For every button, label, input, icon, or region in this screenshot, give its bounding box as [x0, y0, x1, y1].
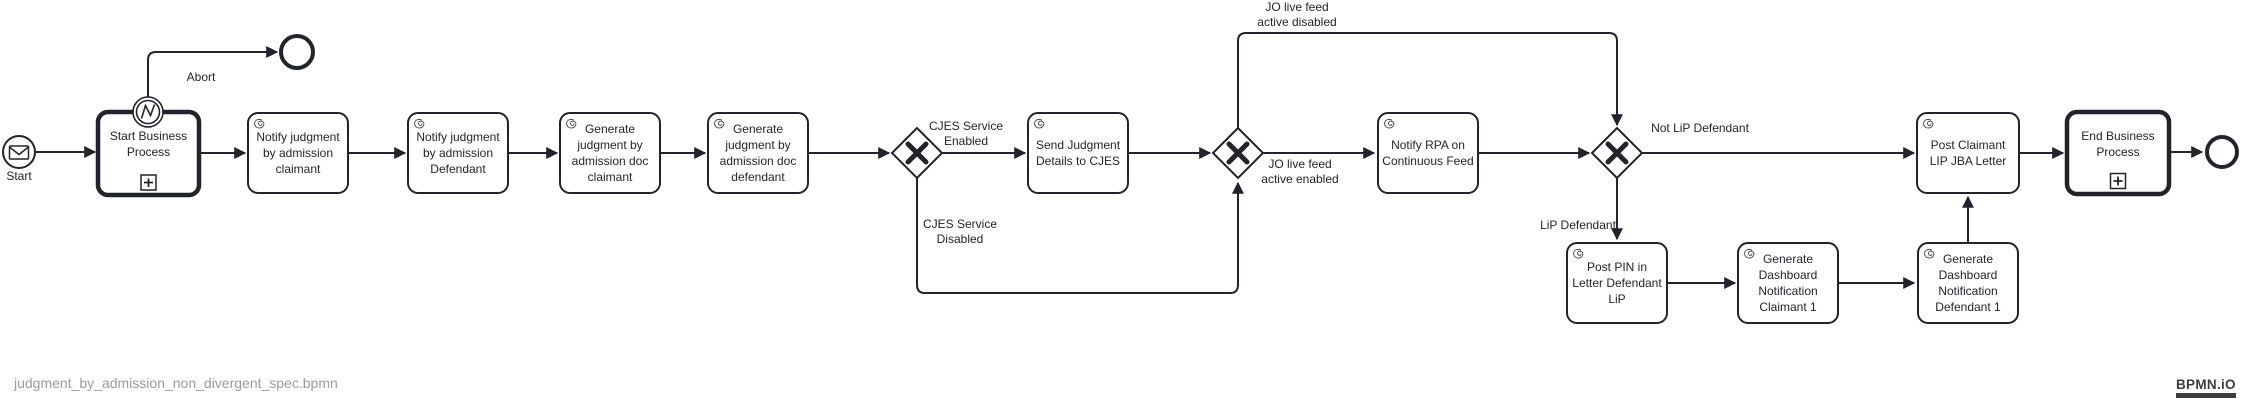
- exclusive-gateway-jo-live-feed[interactable]: [1211, 126, 1265, 180]
- scribble-service-icon: [1923, 118, 1934, 129]
- scribble-service-icon: [1034, 118, 1045, 129]
- xor-x-icon: [905, 141, 929, 165]
- scribble-service-icon: [714, 118, 725, 129]
- task-generate-doc-defendant[interactable]: [707, 112, 809, 194]
- subprocess-plus-icon: [140, 174, 157, 191]
- abort-end-event[interactable]: [279, 34, 315, 70]
- flow-boundary-to-abort[interactable]: [147, 46, 279, 97]
- generate-doc-claimant-label: Generate judgment by admission doc claim…: [571, 122, 649, 184]
- end-business-process-label: End Business Process: [2081, 129, 2155, 159]
- exclusive-gateway-cjes-service[interactable]: [890, 126, 944, 180]
- abort-label[interactable]: Abort: [186, 70, 216, 84]
- xor-x-icon: [1226, 141, 1250, 165]
- start-event-label[interactable]: Start: [6, 169, 32, 183]
- task-notify-judgment-defendant[interactable]: [407, 112, 509, 194]
- scribble-service-icon: [414, 118, 425, 129]
- generate-doc-defendant-label: Generate judgment by admission doc defen…: [719, 122, 797, 184]
- notify-judgment-claimant-label: Notify judgment by admission claimant: [256, 130, 340, 176]
- scribble-service-icon: [254, 118, 265, 129]
- task-post-pin-letter[interactable]: [1566, 242, 1668, 324]
- exclusive-gateway-lip-defendant[interactable]: [1590, 126, 1644, 180]
- diagram-filename: judgment_by_admission_non_divergent_spec…: [14, 375, 338, 391]
- send-judgment-cjes-label: Send Judgment Details to CJES: [1035, 138, 1121, 168]
- flow-label-cjes-disabled[interactable]: CJES Service Disabled: [922, 217, 998, 246]
- bpmn-io-logo[interactable]: BPMN.iO: [2176, 377, 2236, 398]
- flow-label-jo-feed-enabled[interactable]: JO live feed active enabled: [1261, 157, 1339, 186]
- scribble-service-icon: [1384, 118, 1395, 129]
- task-dashboard-defendant[interactable]: [1917, 242, 2019, 324]
- flow-gw-cjes-disabled-to-gw-jo[interactable]: [916, 178, 1244, 294]
- scribble-service-icon: [1573, 248, 1584, 259]
- task-dashboard-claimant[interactable]: [1737, 242, 1839, 324]
- xor-x-icon: [1605, 141, 1629, 165]
- end-event[interactable]: [2205, 135, 2239, 169]
- flow-label-lip-defendant[interactable]: LiP Defendant: [1540, 218, 1616, 232]
- flow-label-not-lip-defendant[interactable]: Not LiP Defendant: [1651, 121, 1749, 135]
- call-activity-end-business-process[interactable]: [2064, 109, 2172, 197]
- post-pin-letter-label: Post PIN in Letter Defendant LiP: [1572, 260, 1662, 306]
- notify-judgment-defendant-label: Notify judgment by admission Defendant: [416, 130, 500, 176]
- start-event-message[interactable]: [2, 135, 36, 169]
- notify-rpa-label: Notify RPA on Continuous Feed: [1382, 138, 1474, 168]
- dashboard-claimant-label: Generate Dashboard Notification Claimant…: [1758, 252, 1818, 314]
- subprocess-plus-icon: [2109, 172, 2127, 190]
- message-envelope-icon: [8, 145, 30, 160]
- boundary-error-event[interactable]: [132, 96, 164, 128]
- task-notify-rpa[interactable]: [1377, 112, 1479, 194]
- post-claimant-letter-label: Post Claimant LIP JBA Letter: [1929, 138, 2007, 168]
- task-generate-doc-claimant[interactable]: [559, 112, 661, 194]
- start-business-process-label: Start Business Process: [109, 129, 188, 159]
- error-zigzag-icon: [140, 103, 156, 119]
- task-notify-judgment-claimant[interactable]: [247, 112, 349, 194]
- flow-gw-jo-disabled-to-gw-lip[interactable]: [1237, 32, 1623, 128]
- scribble-service-icon: [1744, 248, 1755, 259]
- task-send-judgment-cjes[interactable]: [1027, 112, 1129, 194]
- dashboard-defendant-label: Generate Dashboard Notification Defendan…: [1935, 252, 2001, 314]
- scribble-service-icon: [566, 118, 577, 129]
- flow-label-cjes-enabled[interactable]: CJES Service Enabled: [928, 119, 1004, 148]
- scribble-service-icon: [1924, 248, 1935, 259]
- task-post-claimant-letter[interactable]: [1916, 112, 2020, 194]
- flow-label-jo-feed-disabled[interactable]: JO live feed active disabled: [1257, 0, 1337, 29]
